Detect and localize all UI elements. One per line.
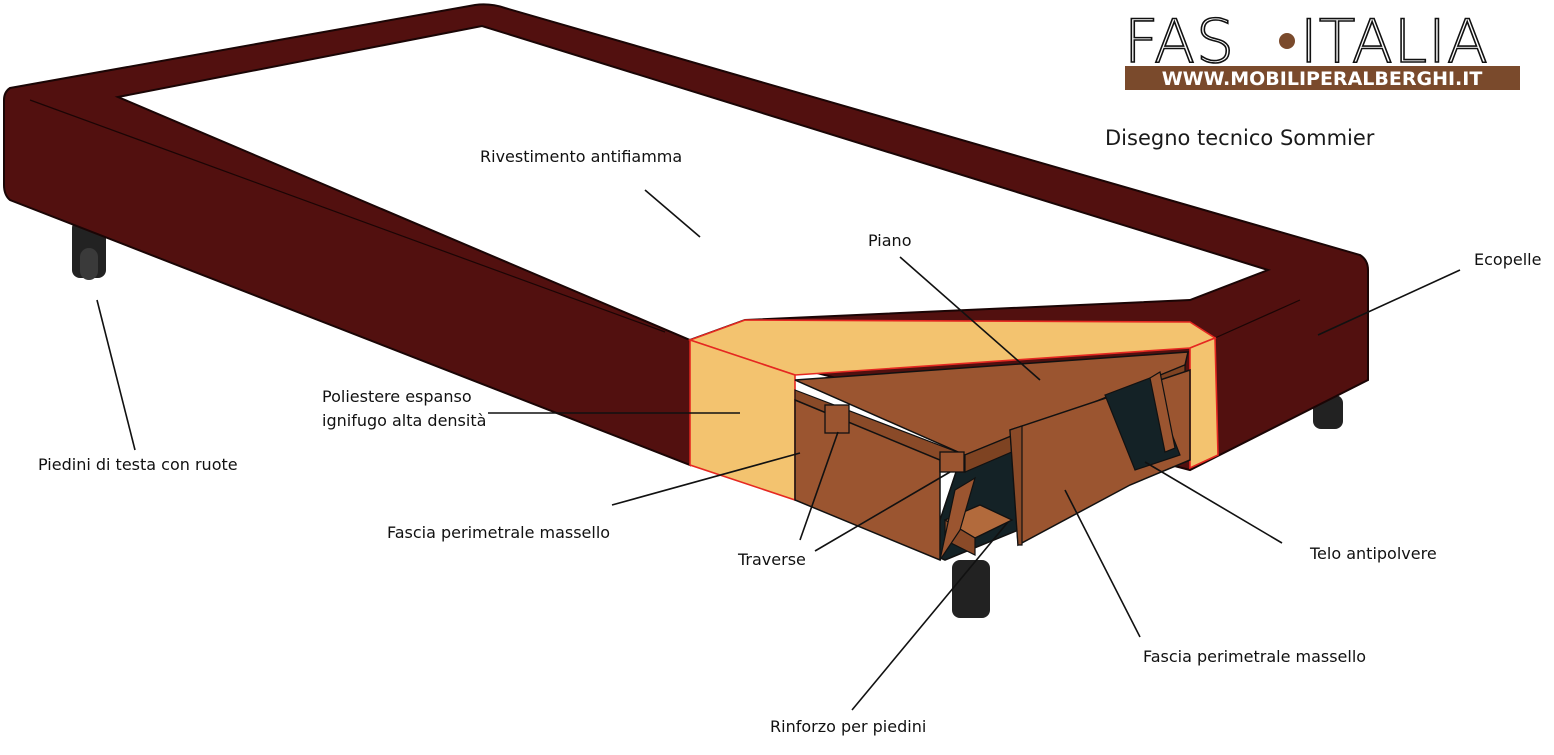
leg-front [952, 560, 990, 618]
label-ecopelle: Ecopelle [1474, 250, 1541, 269]
label-fascia-perimetrale-right: Fascia perimetrale massello [1143, 647, 1366, 666]
cutaway [687, 319, 1219, 562]
label-poliestere-line1: Poliestere espanso [322, 387, 472, 406]
logo-dot [1279, 33, 1295, 49]
logo-text-fas: FAS [1124, 7, 1235, 77]
logo-url: WWW.MOBILIPERALBERGHI.IT [1162, 68, 1483, 90]
label-rinforzo-per-piedini: Rinforzo per piedini [770, 717, 926, 736]
label-traverse: Traverse [737, 550, 806, 569]
label-fascia-perimetrale-left: Fascia perimetrale massello [387, 523, 610, 542]
label-piano: Piano [868, 231, 911, 250]
logo-url-band [1125, 66, 1520, 90]
label-poliestere-line2: ignifugo alta densità [322, 411, 486, 430]
logo-text-italia: ITALIA [1300, 7, 1489, 77]
label-rivestimento-antifiamma: Rivestimento antifiamma [480, 147, 682, 166]
brand-logo: FAS ITALIA WWW.MOBILIPERALBERGHI.IT [1123, 6, 1520, 90]
leader-lines [96, 189, 1461, 711]
label-piedini-di-testa: Piedini di testa con ruote [38, 455, 238, 474]
foam-right [1189, 336, 1219, 470]
diagram-title: Disegno tecnico Sommier [1105, 126, 1375, 150]
label-telo-antipolvere: Telo antipolvere [1309, 544, 1437, 563]
